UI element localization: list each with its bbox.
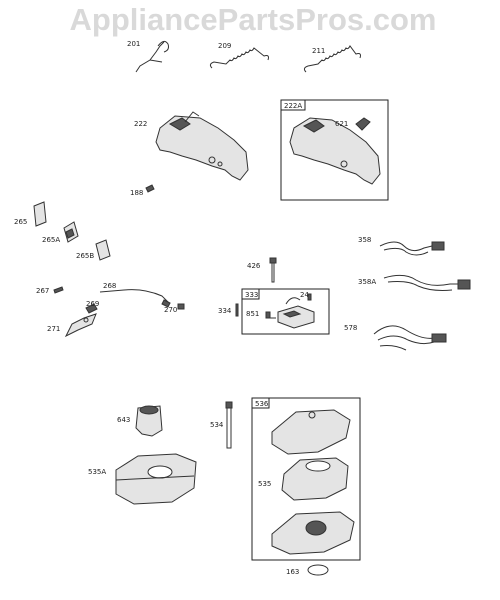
part-851-ground-wire[interactable]: 851 — [246, 310, 271, 319]
part-534-stud[interactable]: 534 — [210, 401, 233, 449]
callout-222A-tag — [280, 99, 306, 111]
label-851: 851 — [246, 310, 259, 318]
part-267-screw[interactable]: 267 — [36, 286, 64, 295]
label-270: 270 — [164, 306, 177, 314]
label-24: 24 — [300, 291, 309, 299]
part-24-wire[interactable]: 24 — [285, 291, 312, 305]
part-265A-bracket[interactable]: 265A — [42, 221, 79, 244]
label-358A: 358A — [358, 278, 376, 286]
part-268-throttle-cable[interactable]: 268 — [99, 282, 171, 308]
label-643: 643 — [117, 416, 130, 424]
part-271-lever[interactable]: 271 — [47, 313, 97, 338]
callout-222A: 222A 621 — [280, 99, 389, 201]
part-536-base[interactable] — [271, 511, 355, 555]
part-358A-wire-harness[interactable]: 358A — [358, 274, 471, 291]
label-334: 334 — [218, 307, 232, 315]
watermark-text: AppliancePartsPros.com — [70, 2, 437, 37]
label-265A: 265A — [42, 236, 60, 244]
label-269: 269 — [86, 300, 99, 308]
label-578: 578 — [344, 324, 357, 332]
callout-536-tag — [251, 397, 270, 409]
part-201-linkage[interactable]: 201 — [127, 40, 169, 73]
label-222A: 222A — [284, 102, 302, 110]
label-535: 535 — [258, 480, 271, 488]
part-209-spring[interactable]: 209 — [209, 42, 269, 69]
part-265B-bracket[interactable]: 265B — [76, 239, 111, 261]
part-222A-control-bracket[interactable] — [289, 117, 381, 185]
callout-536: 536 535 — [251, 397, 361, 561]
part-163-gasket[interactable]: 163 — [286, 564, 329, 576]
part-426-bolt[interactable]: 426 — [247, 257, 277, 283]
part-358-wire-harness[interactable]: 358 — [358, 236, 445, 256]
label-222: 222 — [134, 120, 147, 128]
part-621-clip[interactable]: 621 — [335, 117, 371, 131]
label-358: 358 — [358, 236, 371, 244]
part-333-armature[interactable] — [266, 305, 315, 329]
label-209: 209 — [218, 42, 231, 50]
label-271: 271 — [47, 325, 60, 333]
part-334-screw[interactable]: 334 — [218, 303, 239, 317]
label-268: 268 — [103, 282, 116, 290]
callout-333-tag — [241, 288, 260, 300]
label-267: 267 — [36, 287, 49, 295]
label-188: 188 — [130, 189, 143, 197]
part-643-adapter[interactable]: 643 — [117, 405, 163, 437]
label-265: 265 — [14, 218, 27, 226]
label-333: 333 — [245, 291, 258, 299]
part-535-filter[interactable]: 535 — [258, 457, 349, 501]
label-621: 621 — [335, 120, 348, 128]
part-535A-precleaner[interactable]: 535A — [88, 453, 197, 505]
label-535A: 535A — [88, 468, 106, 476]
label-163: 163 — [286, 568, 299, 576]
label-211: 211 — [312, 47, 325, 55]
label-536: 536 — [255, 400, 269, 408]
part-270-nut[interactable]: 270 — [164, 303, 185, 314]
label-534: 534 — [210, 421, 224, 429]
label-201: 201 — [127, 40, 140, 48]
callout-222A-frame — [280, 99, 389, 201]
part-211-spring[interactable]: 211 — [303, 45, 361, 73]
callout-333: 333 24 851 — [241, 288, 330, 335]
part-269-clamp[interactable]: 269 — [85, 300, 99, 314]
part-578-wire-harness[interactable]: 578 — [344, 324, 447, 351]
callout-333-frame — [241, 288, 330, 335]
callout-536-frame — [251, 397, 361, 561]
part-188-screw[interactable]: 188 — [130, 184, 155, 197]
label-265B: 265B — [76, 252, 94, 260]
part-536-cover[interactable] — [271, 409, 351, 455]
part-265-bracket[interactable]: 265 — [14, 201, 47, 227]
part-222-control-bracket[interactable]: 222 — [134, 111, 249, 181]
label-426: 426 — [247, 262, 261, 270]
